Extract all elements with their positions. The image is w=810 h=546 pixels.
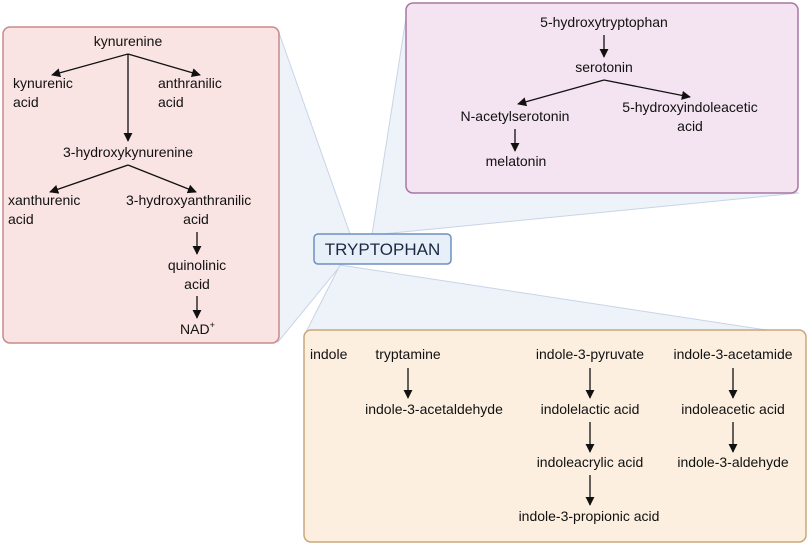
tryptophan-node: TRYPTOPHAN <box>313 233 452 265</box>
anthranilic-acid-label-line2: acid <box>158 94 184 110</box>
indole-pyruvate-label: indole-3-pyruvate <box>536 346 644 362</box>
connector-fan-indole <box>303 264 807 337</box>
melatonin-label: melatonin <box>486 153 547 169</box>
indole-aldehyde-label: indole-3-aldehyde <box>677 454 789 470</box>
quinolinic-acid-label-line2: acid <box>184 276 210 292</box>
indoleacrylic-acid-label: indoleacrylic acid <box>537 454 644 470</box>
hydroxytryptophan-label: 5-hydroxytryptophan <box>540 14 668 30</box>
tryptophan-box <box>313 233 452 265</box>
kynurenine-label: kynurenine <box>94 33 163 49</box>
indole-label: indole <box>310 346 348 362</box>
nad-label: NAD+ <box>180 320 215 337</box>
serotonin-label: serotonin <box>575 59 633 75</box>
indole-acetaldehyde-label: indole-3-acetaldehyde <box>365 401 503 417</box>
hydroxyindoleacetic-acid-label-line1: 5-hydroxyindoleacetic <box>622 99 757 115</box>
arrow-serotonin-to-hydroxyindoleacetic <box>603 79 691 100</box>
hydroxyindoleacetic-acid-label-line2: acid <box>677 118 703 134</box>
hydroxyanthranilic-acid-label-line2: acid <box>183 211 209 227</box>
hydroxyanthranilic-acid-label-line1: 3-hydroxyanthranilic <box>126 192 251 208</box>
indole-propionic-acid-label: indole-3-propionic acid <box>519 508 660 524</box>
serotonin-pathway-panel <box>405 2 799 194</box>
arrow-kynurenine-to-anthranilic <box>127 53 201 78</box>
tryptophan-label: TRYPTOPHAN <box>325 240 441 259</box>
kynurenic-acid-label-line2: acid <box>13 94 39 110</box>
quinolinic-acid-label-line1: quinolinic <box>168 257 226 273</box>
arrow-hydroxykynurenine-to-xanthurenic <box>49 164 129 194</box>
hydroxykynurenine-label: 3-hydroxykynurenine <box>63 144 193 160</box>
indole-acetamide-label: indole-3-acetamide <box>673 346 792 362</box>
serotonin-pathway: 5-hydroxytryptophan serotonin N-acetylse… <box>461 14 758 169</box>
indole-pathway: indole tryptamine indole-3-acetaldehyde … <box>310 346 793 524</box>
n-acetylserotonin-label: N-acetylserotonin <box>461 108 570 124</box>
kynurenine-pathway-panel <box>2 26 280 344</box>
kynurenine-pathway: kynurenine kynurenic acid anthranilic ac… <box>8 33 251 337</box>
xanthurenic-acid-label-line1: xanthurenic <box>8 192 80 208</box>
arrow-kynurenine-to-kynurenic <box>51 53 129 78</box>
arrow-serotonin-to-n-acetylserotonin <box>517 79 605 107</box>
xanthurenic-acid-label-line2: acid <box>8 211 34 227</box>
kynurenic-acid-label-line1: kynurenic <box>13 75 73 91</box>
indole-pathway-panel <box>303 329 807 543</box>
indolelactic-acid-label: indolelactic acid <box>541 401 640 417</box>
nad-text: NAD <box>180 321 210 337</box>
tryptamine-label: tryptamine <box>375 346 441 362</box>
arrow-hydroxykynurenine-to-hydroxyanthranilic <box>127 164 197 194</box>
nad-superscript: + <box>210 320 215 330</box>
indoleacetic-acid-label: indoleacetic acid <box>681 401 785 417</box>
anthranilic-acid-label-line1: anthranilic <box>158 75 222 91</box>
